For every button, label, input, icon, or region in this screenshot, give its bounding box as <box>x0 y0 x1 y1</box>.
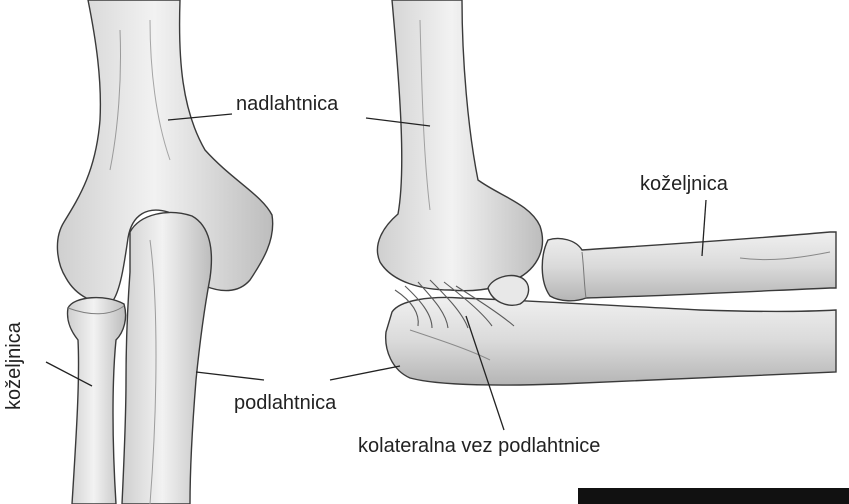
side-view <box>377 0 836 385</box>
side-humerus <box>377 0 542 291</box>
front-radius <box>67 298 125 504</box>
label-radius-side: koželjnica <box>640 174 728 194</box>
label-radius-front: koželjnica <box>4 322 24 410</box>
label-ulna: podlahtnica <box>234 393 336 413</box>
side-ulna <box>386 298 836 386</box>
side-radius <box>542 232 836 301</box>
label-humerus: nadlahtnica <box>236 94 338 114</box>
front-ulna <box>122 213 211 504</box>
label-ligament: kolateralna vez podlahtnice <box>358 436 600 456</box>
black-bar <box>578 488 849 504</box>
front-view <box>57 0 272 504</box>
